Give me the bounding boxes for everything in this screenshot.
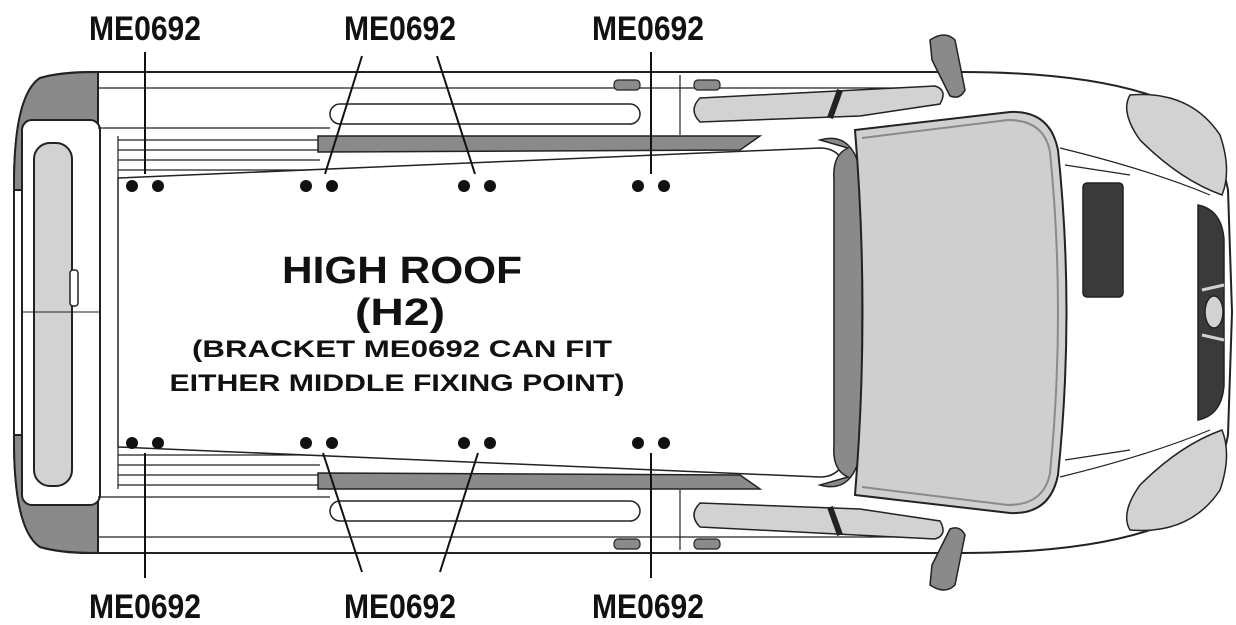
headlight-bottom: [1125, 429, 1228, 532]
fixing-points-top: [126, 180, 670, 192]
fixing-point: [326, 180, 338, 192]
handle-top-right: [693, 79, 721, 91]
fixing-point: [658, 180, 670, 192]
bracket-label-bottom-left: ME0692: [89, 588, 201, 625]
fixing-point: [152, 437, 164, 449]
roof-code: (H2): [355, 292, 445, 334]
note-line-1: (BRACKET ME0692 CAN FIT: [192, 336, 612, 363]
roof-rail-bottom: [317, 472, 763, 490]
fixing-point: [484, 437, 496, 449]
bracket-label-bottom-right: ME0692: [592, 588, 704, 625]
roof-title: HIGH ROOF: [282, 250, 522, 292]
rear-handle: [69, 269, 79, 307]
fixing-point: [632, 180, 644, 192]
fixing-point: [658, 437, 670, 449]
fixing-point: [126, 437, 138, 449]
fixing-point: [458, 437, 470, 449]
handle-top-left: [613, 79, 641, 91]
fixing-point: [300, 437, 312, 449]
bracket-label-top-middle: ME0692: [344, 10, 456, 48]
fixing-point: [484, 180, 496, 192]
rear-window: [33, 142, 73, 487]
roof-panel: [117, 147, 849, 478]
bonnet-vent: [1082, 182, 1124, 298]
fixing-point: [326, 437, 338, 449]
bottom-door-groove: [329, 500, 641, 522]
leader-lines: [144, 52, 652, 578]
handle-bottom-right: [693, 538, 721, 550]
front-window-bottom: [693, 502, 944, 540]
mirror-bottom: [929, 527, 966, 591]
fixing-point: [458, 180, 470, 192]
mirror-top: [929, 34, 966, 98]
fixing-point: [126, 180, 138, 192]
fixing-point: [300, 180, 312, 192]
front-window-top: [693, 85, 944, 123]
windscreen: [853, 110, 1068, 515]
handle-bottom-left: [613, 538, 641, 550]
bracket-label-top-right: ME0692: [592, 10, 704, 48]
badge-emblem: [1204, 295, 1224, 329]
note-line-2: EITHER MIDDLE FIXING POINT): [170, 370, 625, 397]
top-door-groove: [329, 103, 641, 125]
fixing-point: [152, 180, 164, 192]
bonnet-lines: [1059, 147, 1211, 478]
bracket-label-bottom-middle: ME0692: [344, 588, 456, 625]
roof-rail-top: [317, 135, 763, 153]
bracket-label-top-left: ME0692: [89, 10, 201, 48]
headlight-top: [1125, 93, 1228, 196]
fixing-points-bottom: [126, 437, 670, 449]
fixing-point: [632, 437, 644, 449]
